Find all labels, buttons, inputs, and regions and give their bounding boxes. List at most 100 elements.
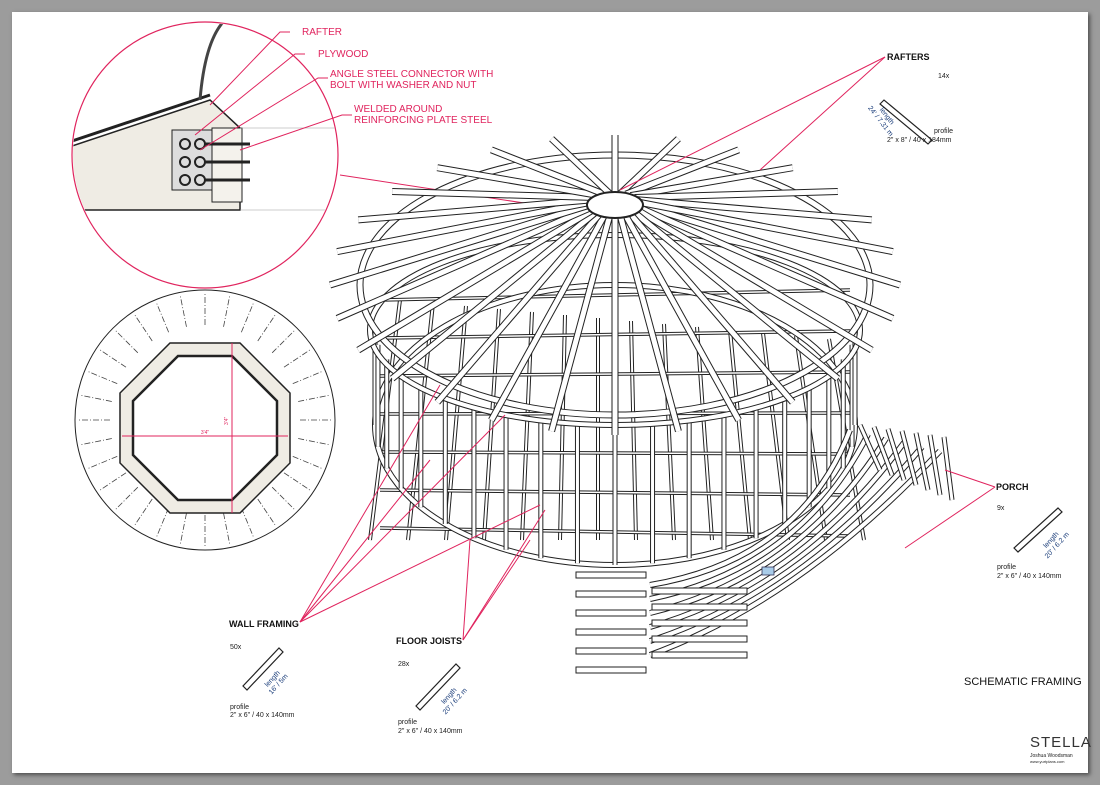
porch-joist-fill — [872, 426, 894, 476]
connector-detail-circle — [71, 21, 584, 289]
radial-tick — [292, 455, 324, 470]
rafter-fill — [329, 202, 591, 288]
rafter-fill — [628, 212, 795, 404]
radial-tick — [98, 348, 127, 368]
rafter-fill — [638, 199, 894, 255]
floor-joist-fill — [445, 305, 467, 541]
wall-framing-heading: WALL FRAMING — [229, 619, 299, 629]
rafter-fill — [489, 214, 607, 422]
floor-profile-label: profile — [398, 719, 418, 726]
callout-plate-1: WELDED AROUND — [354, 104, 443, 115]
yurt-frame-3d — [328, 135, 955, 674]
stair-tread — [575, 609, 647, 617]
radial-tick — [240, 301, 255, 333]
radial-tick — [133, 313, 153, 342]
porch-count: 9x — [997, 505, 1005, 512]
rafter-fill — [435, 212, 602, 404]
floor-joist-fill — [483, 308, 500, 541]
rafter-fill — [637, 197, 872, 223]
radial-tick — [283, 348, 312, 368]
rafter-fill — [630, 165, 794, 199]
porch-joist-fill — [914, 432, 930, 491]
radial-tick — [292, 370, 324, 385]
porch-profile-label: profile — [997, 564, 1017, 571]
floor-joist-fill — [663, 323, 675, 541]
stair-tread — [575, 666, 647, 674]
rafter-fill — [636, 208, 874, 353]
website: www.yurtplans.com — [1030, 759, 1065, 764]
brand-logo: STELLA — [1030, 734, 1092, 751]
radial-tick — [114, 486, 139, 511]
rafter-fill — [639, 202, 901, 288]
radial-tick — [86, 455, 118, 470]
rafter-fill — [390, 210, 598, 381]
rafter-fill — [634, 188, 838, 201]
radial-tick — [155, 301, 170, 333]
porch-step — [651, 603, 748, 611]
rafter-fill — [336, 205, 592, 321]
rafter-fill — [623, 214, 741, 422]
callout-plate-2: REINFORCING PLATE STEEL — [354, 115, 493, 126]
stair-tread — [575, 628, 647, 636]
porch-joist-fill — [928, 434, 942, 496]
stair-tread — [575, 571, 647, 579]
porch-step — [651, 635, 748, 643]
rafter-fill — [392, 188, 596, 201]
porch-joist-fill — [886, 428, 906, 481]
radial-tick — [271, 329, 296, 354]
rafters-count: 14x — [938, 73, 950, 80]
rafter-fill — [549, 136, 612, 196]
callout-rafter: RAFTER — [302, 27, 342, 38]
floor-joists-heading: FLOOR JOISTS — [396, 636, 463, 646]
rafter-fill — [638, 205, 894, 321]
porch-joist-fill — [858, 424, 882, 471]
floor-count: 28x — [398, 661, 410, 668]
wall-profile: 2" x 6" / 40 x 140mm — [230, 712, 295, 719]
rafter-fill — [336, 199, 592, 255]
callout-connector-1: ANGLE STEEL CONNECTOR WITH — [330, 69, 494, 80]
rafter-fill — [632, 210, 840, 381]
porch-heading: PORCH — [996, 482, 1029, 492]
radial-tick — [79, 438, 112, 446]
rafter-fill — [618, 216, 681, 432]
rafters-heading: RAFTERS — [887, 52, 930, 62]
plan-height-dimension: 3'4" — [224, 416, 230, 425]
rafter-fill — [624, 147, 740, 197]
plan-width-dimension: 3'4" — [201, 430, 210, 436]
view-marker — [761, 566, 775, 576]
porch-joist-fill — [900, 430, 918, 486]
stair-tread — [575, 647, 647, 655]
radial-tick — [98, 472, 127, 492]
leader-lines — [299, 56, 996, 641]
radial-tick — [114, 329, 139, 354]
rafter-fill — [356, 208, 594, 353]
radial-tick — [240, 507, 255, 539]
radial-tick — [223, 294, 231, 327]
radial-tick — [298, 438, 331, 446]
porch-board-fill — [649, 441, 906, 629]
rafter-fill — [490, 147, 606, 197]
author: Joshua Woodsman — [1030, 753, 1073, 759]
callout-connector-2: BOLT WITH WASHER AND NUT — [330, 80, 477, 91]
rafter-fill — [358, 197, 593, 223]
radial-tick — [257, 313, 277, 342]
rafter-fill — [549, 216, 612, 432]
floor-joist-fill — [559, 314, 566, 541]
roof-hub — [586, 191, 644, 219]
porch-joist-fill — [942, 436, 954, 501]
porch-board-fill — [649, 437, 888, 615]
radial-tick — [79, 394, 112, 402]
octagon-plan-circle: 3'4" 3'4" — [74, 289, 336, 551]
radial-tick — [86, 370, 118, 385]
rafters-profile-label: profile — [934, 128, 954, 135]
floor-joist-fill — [630, 320, 637, 541]
radial-tick — [271, 486, 296, 511]
porch-step — [651, 651, 748, 659]
porch-board-fill — [649, 429, 852, 587]
porch-step — [651, 619, 748, 627]
floor-profile: 2" x 6" / 40 x 140mm — [398, 728, 463, 735]
drawing-title: SCHEMATIC FRAMING — [964, 676, 1082, 688]
floor-joist-fill — [729, 329, 751, 541]
rafters-profile: 2" x 8" / 40 x 184mm — [887, 137, 952, 144]
